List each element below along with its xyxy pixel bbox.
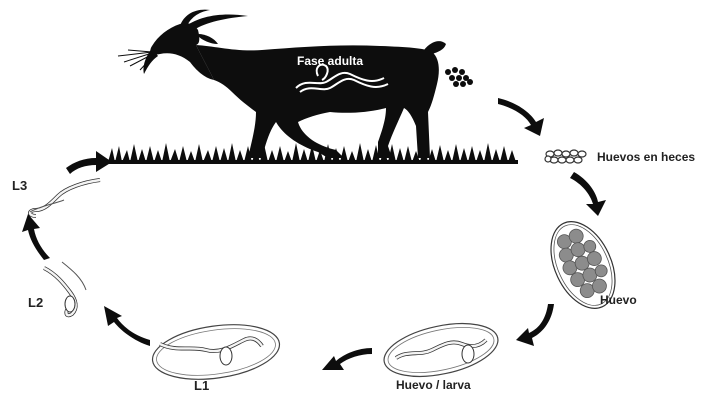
larva-l1 — [149, 317, 283, 386]
egg-with-larva — [379, 314, 502, 385]
goat-silhouette — [143, 10, 446, 158]
feces-pellets — [445, 67, 473, 87]
arrow-7 — [66, 151, 112, 174]
larva-l3 — [30, 180, 100, 216]
cycle-arrows — [22, 98, 606, 370]
label-l3: L3 — [12, 178, 27, 193]
label-l2: L2 — [28, 295, 43, 310]
label-l1: L1 — [194, 378, 209, 393]
arrow-4 — [322, 348, 372, 370]
eggs-cluster — [545, 150, 586, 163]
arrow-3 — [516, 304, 554, 346]
label-eggs-in-feces: Huevos en heces — [597, 150, 695, 164]
label-egg-larva: Huevo / larva — [396, 378, 471, 392]
arrow-1 — [498, 98, 544, 136]
arrow-6 — [22, 214, 50, 260]
label-egg: Huevo — [600, 293, 637, 307]
larva-l2 — [44, 262, 86, 315]
arrow-2 — [570, 172, 606, 216]
label-adult-stage: Fase adulta — [297, 54, 363, 68]
arrow-5 — [104, 306, 150, 346]
